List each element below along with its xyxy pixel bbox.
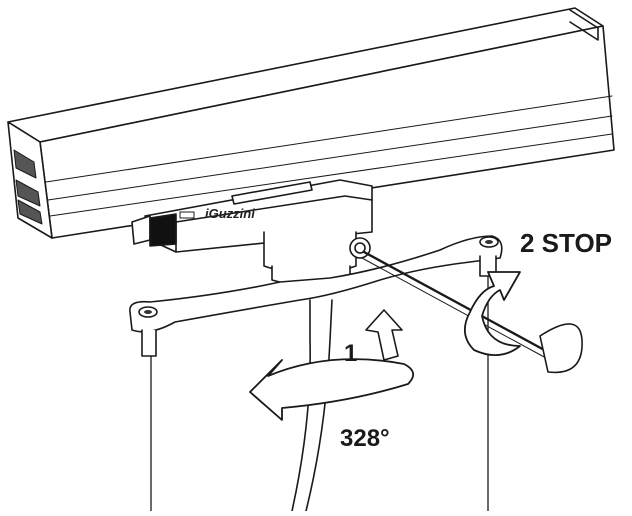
power-cable: [291, 299, 333, 512]
step-one-label: 1: [344, 340, 358, 367]
step-stop-label: 2 STOP: [520, 228, 613, 258]
rotation-arrow-stop: [464, 271, 521, 356]
suspension-wires: [150, 275, 489, 512]
mounting-arm: [129, 235, 503, 357]
track-rail: [7, 7, 615, 239]
screwdriver: [361, 250, 583, 374]
rotation-neck: [263, 231, 371, 287]
brand-logo: iGuzzini: [205, 206, 255, 221]
rotation-angle-label: 328°: [340, 425, 390, 452]
rotation-arrow-328: [249, 309, 414, 421]
